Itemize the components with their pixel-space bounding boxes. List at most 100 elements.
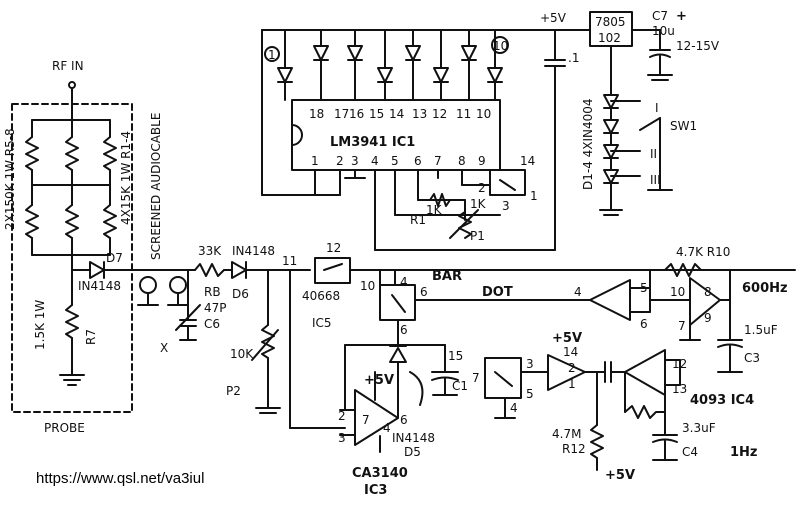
p1-value-label: 1K xyxy=(470,197,487,211)
r-33k-label: 33K xyxy=(198,244,222,258)
led-bar-array: 1 10 xyxy=(264,29,509,101)
oa-pin4-label: 4 xyxy=(383,421,391,435)
cable-connector-right xyxy=(169,276,187,294)
s-pin12-label: 12 xyxy=(326,241,341,255)
ic1-bottom-pin-label: 9 xyxy=(478,154,486,168)
oa-pin2-label: 2 xyxy=(338,409,346,423)
g-pin5-label: 5 xyxy=(640,281,648,295)
sw-ii-label: II xyxy=(650,147,657,161)
pin-2-label: 2 xyxy=(478,181,486,195)
ic1-bottom-pin-label: 8 xyxy=(458,154,466,168)
r7-value-label: 1.5K 1W xyxy=(33,300,47,350)
g2-pin14-label: 14 xyxy=(563,345,578,359)
d6-label: D6 xyxy=(232,287,249,301)
ic1-bottom-pin-label: 3 xyxy=(351,154,359,168)
s-pin6a-label: 6 xyxy=(420,285,428,299)
gate-ic4-c xyxy=(624,349,666,396)
switch-block-ic1 xyxy=(489,169,526,196)
potentiometer-p2 xyxy=(261,324,275,359)
pin-14-label: 14 xyxy=(520,154,535,168)
resistor-r1 xyxy=(65,136,79,171)
d5-label: D5 xyxy=(404,445,421,459)
c6-value-label: 47P xyxy=(204,301,227,315)
g-pin7-label: 7 xyxy=(678,319,686,333)
ic5-switch-c xyxy=(484,357,522,399)
c4-label: C4 xyxy=(682,445,698,459)
pin-3-label: 3 xyxy=(502,199,510,213)
probe-label: PROBE xyxy=(44,421,85,435)
ic1-top-pin-label: 10 xyxy=(476,107,491,121)
capacitor-c7 xyxy=(649,53,671,58)
ic5-label: IC5 xyxy=(312,316,332,330)
resistor-r10 xyxy=(664,263,702,277)
ca3140-label: CA3140 xyxy=(352,466,408,481)
r12-supply-label: +5V xyxy=(605,468,635,483)
resistor-r6 xyxy=(25,204,39,239)
g-pin10-label: 10 xyxy=(670,285,685,299)
freq-1-label: 1Hz xyxy=(730,445,758,460)
p1-label: P1 xyxy=(470,229,485,243)
p2-label: P2 xyxy=(226,384,241,398)
ic1-top-pin-label: 18 xyxy=(309,107,324,121)
ic5-part-label: 40668 xyxy=(302,289,340,303)
resistor-r3 xyxy=(65,204,79,239)
ic4-label: 4093 IC4 xyxy=(690,393,754,408)
oa-pin7-label: 7 xyxy=(362,413,370,427)
ic1-top-pin-label: 16 xyxy=(349,107,364,121)
r1-value-label: 1K xyxy=(426,203,443,217)
resistor-r4 xyxy=(103,204,117,239)
c3-value-label: 1.5uF xyxy=(744,323,778,337)
diode-d6 xyxy=(231,261,247,279)
sw-pin4-label: 4 xyxy=(510,401,518,415)
diode-d5 xyxy=(389,347,407,363)
ic1-top-pin-label: 13 xyxy=(412,107,427,121)
resistor-r12 xyxy=(590,424,604,459)
potentiometer-p1 xyxy=(458,211,472,239)
g3-pin13-label: 13 xyxy=(672,382,687,396)
supply-label: +5V xyxy=(540,11,567,25)
resistor-r1-ic xyxy=(429,193,451,207)
ic1-label: LM3941 IC1 xyxy=(330,135,415,150)
s-pin4-label: 4 xyxy=(400,275,408,289)
x-marker-label: X xyxy=(160,341,168,355)
gate-ic4-d xyxy=(689,277,721,326)
pot-10k-label: 10K xyxy=(230,347,254,361)
resistor-feedback xyxy=(624,405,666,419)
sw-pin7-label: 7 xyxy=(472,371,480,385)
r1-label: R1 xyxy=(410,213,426,227)
c7-label: C7 xyxy=(652,9,668,23)
d5-part-label: IN4148 xyxy=(392,431,435,445)
g-pin6-label: 6 xyxy=(640,317,648,331)
switch-sw1 xyxy=(639,117,661,131)
g2-plus-label: +5V xyxy=(552,331,582,346)
capacitor-c3 xyxy=(717,343,743,348)
led-1-label: 1 xyxy=(268,48,276,62)
sw-pin5-label: 5 xyxy=(526,387,534,401)
gate-ic4-a xyxy=(589,279,631,321)
pin-1-label: 1 xyxy=(530,189,538,203)
sw1-label: SW1 xyxy=(670,119,697,133)
r5-8-label: 2X150K 1W R5-8 xyxy=(3,128,17,230)
ic1-bottom-pin-label: 6 xyxy=(414,154,422,168)
reg-label: 7805 xyxy=(595,15,626,29)
g2-pin1-label: 1 xyxy=(568,377,576,391)
ic1-top-pin-label: 12 xyxy=(432,107,447,121)
ic1-top-pin-label: 14 xyxy=(389,107,404,121)
d7-label: D7 xyxy=(106,251,123,265)
gate-ic4-b xyxy=(547,354,586,391)
c4-value-label: 3.3uF xyxy=(682,421,716,435)
rf-in-label: RF IN xyxy=(52,59,84,73)
resistor-r7 xyxy=(65,304,79,339)
ic1-bottom-pin-label: 5 xyxy=(391,154,399,168)
c7-value-label: 10u xyxy=(652,24,675,38)
c1-label: C1 xyxy=(452,379,468,393)
r1-4-label: 4X15K 1W R1-4 xyxy=(119,131,133,225)
ic1-top-pin-label: 15 xyxy=(369,107,384,121)
g-pin4-label: 4 xyxy=(574,285,582,299)
ic3-label: IC3 xyxy=(364,483,387,498)
sw-iii-label: III xyxy=(650,173,661,187)
oa-pin6-label: 6 xyxy=(400,413,408,427)
c3-label: C3 xyxy=(744,351,760,365)
r7-ref-label: R7 xyxy=(84,329,98,345)
